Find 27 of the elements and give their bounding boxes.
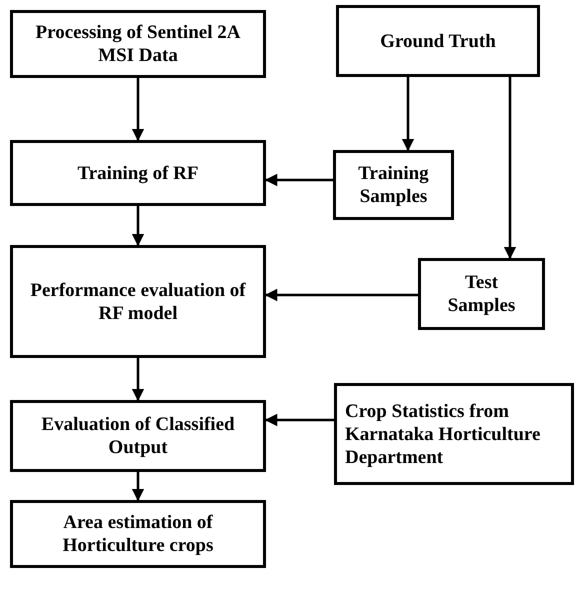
arrow: [132, 206, 144, 246]
process-box: [10, 140, 266, 206]
arrow: [504, 77, 516, 260]
process-box: [334, 383, 574, 485]
box-label: Training Samples: [357, 162, 430, 208]
process-box: [336, 5, 540, 77]
box-label: Training of RF: [77, 162, 199, 184]
process-box: [10, 245, 266, 358]
arrow: [402, 77, 414, 152]
arrow: [132, 358, 144, 402]
arrow: [132, 472, 144, 502]
box-label: Ground Truth: [380, 30, 496, 52]
box-label: Area estimation of Horticulture crops: [62, 511, 214, 557]
box-label: Evaluation of Classified Output: [40, 413, 236, 459]
box-label: Processing of Sentinel 2A MSI Data: [34, 21, 242, 67]
box-label: Test Samples: [446, 271, 516, 317]
arrow: [132, 78, 144, 142]
process-box: [10, 500, 266, 568]
arrow: [264, 414, 334, 426]
box-label: Performance evaluation of RF model: [29, 278, 247, 324]
process-box: [10, 10, 266, 78]
arrow: [264, 174, 333, 186]
box-label: Crop Statistics from Karnataka Horticulture Department: [345, 400, 542, 468]
arrow: [264, 288, 418, 302]
process-box: [333, 150, 454, 220]
process-box: [418, 258, 545, 330]
process-box: [10, 400, 266, 472]
